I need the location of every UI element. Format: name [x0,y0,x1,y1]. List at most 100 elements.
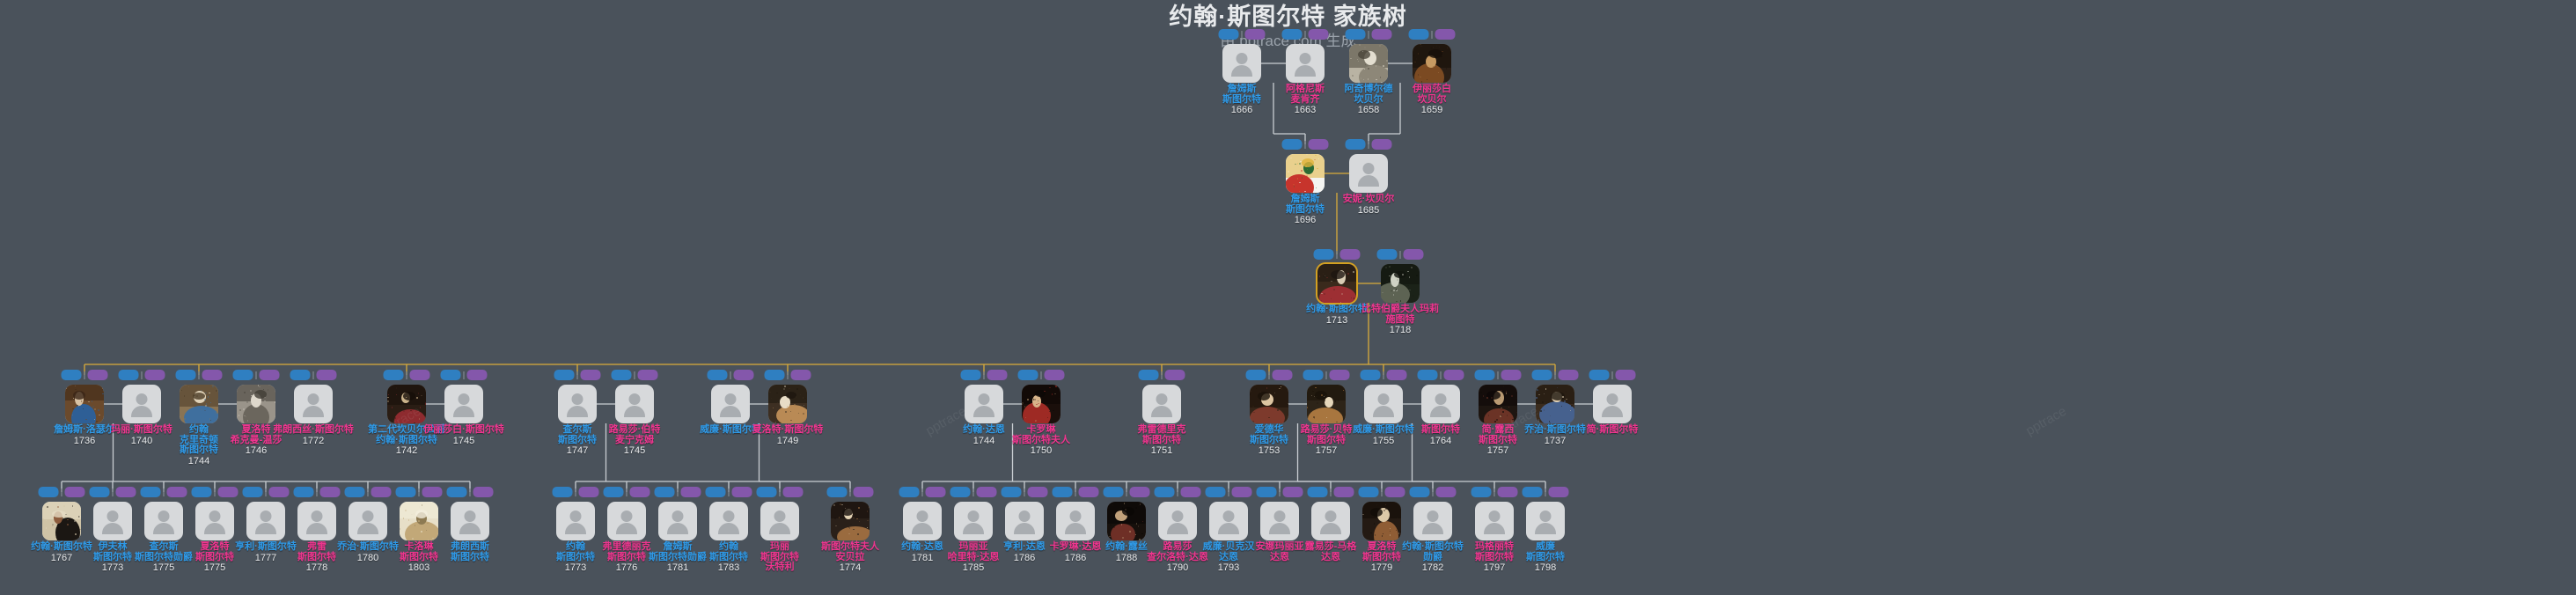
person-node[interactable]: 伊丽莎白 坎贝尔 1659 [1381,29,1483,115]
person-avatar[interactable] [1142,385,1181,423]
person-avatar[interactable] [387,385,426,423]
person-avatar[interactable] [965,385,1003,423]
person-node[interactable]: 弗朗西斯 斯图尔特 [419,487,521,562]
person-node[interactable]: 乔治·斯图尔特 1780 [317,487,419,563]
person-avatar[interactable] [1005,502,1044,540]
person-avatar[interactable] [1364,385,1403,423]
person-node[interactable]: 卡罗琳·达恩 1786 [1024,487,1127,563]
person-node[interactable]: 夏洛特 希克曼-温莎 1746 [205,370,307,456]
person-avatar[interactable] [711,385,750,423]
person-node[interactable]: 威廉 斯图尔特 1798 [1494,487,1596,573]
person-node[interactable]: 约翰 斯图尔特 1773 [525,487,627,573]
person-node[interactable]: 伊丽莎白·斯图尔特 1745 [413,370,515,446]
person-node[interactable]: 爱德华 斯图尔特 1753 [1218,370,1320,456]
person-avatar[interactable] [1381,264,1420,303]
person-avatar[interactable] [294,385,333,423]
person-avatar[interactable] [349,502,387,540]
person-avatar[interactable] [760,502,799,540]
person-avatar[interactable] [556,502,595,540]
person-node[interactable]: 玛丽亚 哈里特·达恩 1785 [922,487,1024,573]
person-node[interactable]: 弗里德丽克 斯图尔特 1776 [576,487,678,573]
person-avatar[interactable] [1107,502,1146,540]
person-node[interactable]: 斯图尔特 1764 [1390,370,1492,446]
person-node[interactable]: 简·斯图尔特 [1561,370,1663,436]
person-node[interactable]: 简·露西 斯图尔特 1757 [1447,370,1549,456]
person-avatar[interactable] [615,385,654,423]
person-avatar[interactable] [400,502,438,540]
person-node[interactable]: 约翰 斯图尔特 1783 [678,487,780,573]
person-avatar[interactable] [558,385,597,423]
person-node[interactable]: 路易莎·贝特 斯图尔特 1757 [1275,370,1377,456]
person-node[interactable]: 亨利·斯图尔特 1777 [215,487,317,563]
person-node[interactable]: 詹姆斯 斯图尔特 1666 [1191,29,1293,115]
person-avatar[interactable] [237,385,275,423]
person-avatar[interactable] [93,502,132,540]
person-node[interactable]: 查尔斯 斯图尔特 1747 [526,370,628,456]
person-avatar[interactable] [180,385,218,423]
person-node[interactable]: 阿格尼斯 麦肯齐 1663 [1254,29,1356,115]
person-avatar[interactable] [831,502,870,540]
person-node[interactable]: 约翰·达恩 1744 [933,370,1035,446]
person-node[interactable]: 詹姆斯 斯图尔特勋爵 1781 [627,487,729,573]
person-node[interactable]: 安妮·坎贝尔 1685 [1317,139,1420,216]
person-avatar[interactable] [658,502,697,540]
person-avatar[interactable] [122,385,161,423]
person-avatar[interactable] [1286,154,1325,193]
person-avatar[interactable] [903,502,942,540]
person-avatar[interactable] [954,502,993,540]
person-node[interactable]: 安娜玛丽亚 达恩 [1229,487,1331,562]
person-avatar[interactable] [1475,502,1514,540]
person-avatar[interactable] [1479,385,1517,423]
person-node[interactable]: 亨利·达恩 1786 [973,487,1075,563]
person-node[interactable]: 威廉·贝克汉 达恩 1793 [1178,487,1280,573]
person-avatar[interactable] [1209,502,1248,540]
person-avatar[interactable] [1526,502,1565,540]
person-node[interactable]: 弗朗西丝·斯图尔特 1772 [262,370,364,446]
person-node[interactable]: 比特伯爵夫人玛莉 施图特 1718 [1349,249,1451,335]
person-node[interactable]: 弗雷德里克 斯图尔特 1751 [1111,370,1213,456]
person-node[interactable]: 约翰·斯图尔特 勋爵 1782 [1382,487,1484,573]
person-avatar[interactable] [607,502,646,540]
person-node[interactable]: 夏洛特·斯图尔特 1749 [737,370,839,446]
person-avatar[interactable] [1362,502,1401,540]
person-node[interactable]: 卡罗琳 斯图尔特夫人 1750 [990,370,1092,456]
person-avatar[interactable] [65,385,104,423]
person-avatar[interactable] [1413,502,1452,540]
person-node[interactable]: 詹姆斯·洛瑟尔 1736 [33,370,136,446]
person-avatar[interactable] [1536,385,1574,423]
person-avatar[interactable] [1250,385,1288,423]
person-node[interactable]: 约翰·斯图尔特 1713 [1286,249,1388,326]
person-node[interactable]: 威廉·斯图尔特 [679,370,782,436]
person-avatar[interactable] [1421,385,1460,423]
person-avatar[interactable] [1056,502,1095,540]
person-avatar[interactable] [1413,44,1451,83]
person-avatar[interactable] [246,502,285,540]
person-node[interactable]: 卡洛琳 斯图尔特 1803 [368,487,470,573]
person-node[interactable]: 夏洛特 斯图尔特 1779 [1331,487,1433,573]
person-node[interactable]: 约翰·斯图尔特 1767 [11,487,113,563]
person-node[interactable]: 玛丽·斯图尔特 1740 [91,370,193,446]
person-node[interactable]: 查尔斯 斯图尔特勋爵 1775 [113,487,215,573]
person-node[interactable]: 第二代坎贝尔公爵 约翰·斯图尔特 1742 [356,370,458,456]
person-node[interactable]: 阿奇博尔德 坎贝尔 1658 [1317,29,1420,115]
person-avatar[interactable] [1222,44,1261,83]
person-avatar[interactable] [444,385,483,423]
person-node[interactable]: 夏洛特 斯图尔特 1775 [164,487,266,573]
person-avatar[interactable] [195,502,234,540]
person-node[interactable]: 路易莎·伯特 麦宁克姆 1745 [583,370,686,456]
person-avatar[interactable] [297,502,336,540]
person-node[interactable]: 路易莎 查尔洛特·达恩 1790 [1127,487,1229,573]
person-avatar[interactable] [1317,264,1356,303]
person-avatar[interactable] [768,385,807,423]
person-avatar[interactable] [1286,44,1325,83]
person-avatar[interactable] [1022,385,1060,423]
person-avatar[interactable] [1311,502,1350,540]
person-avatar[interactable] [1260,502,1299,540]
person-avatar[interactable] [1349,44,1388,83]
person-avatar[interactable] [42,502,81,540]
person-node[interactable]: 露易莎-马格 达恩 [1280,487,1382,562]
person-avatar[interactable] [1158,502,1197,540]
person-avatar[interactable] [144,502,183,540]
person-node[interactable]: 玛格丽特 斯图尔特 1797 [1443,487,1545,573]
person-avatar[interactable] [709,502,748,540]
